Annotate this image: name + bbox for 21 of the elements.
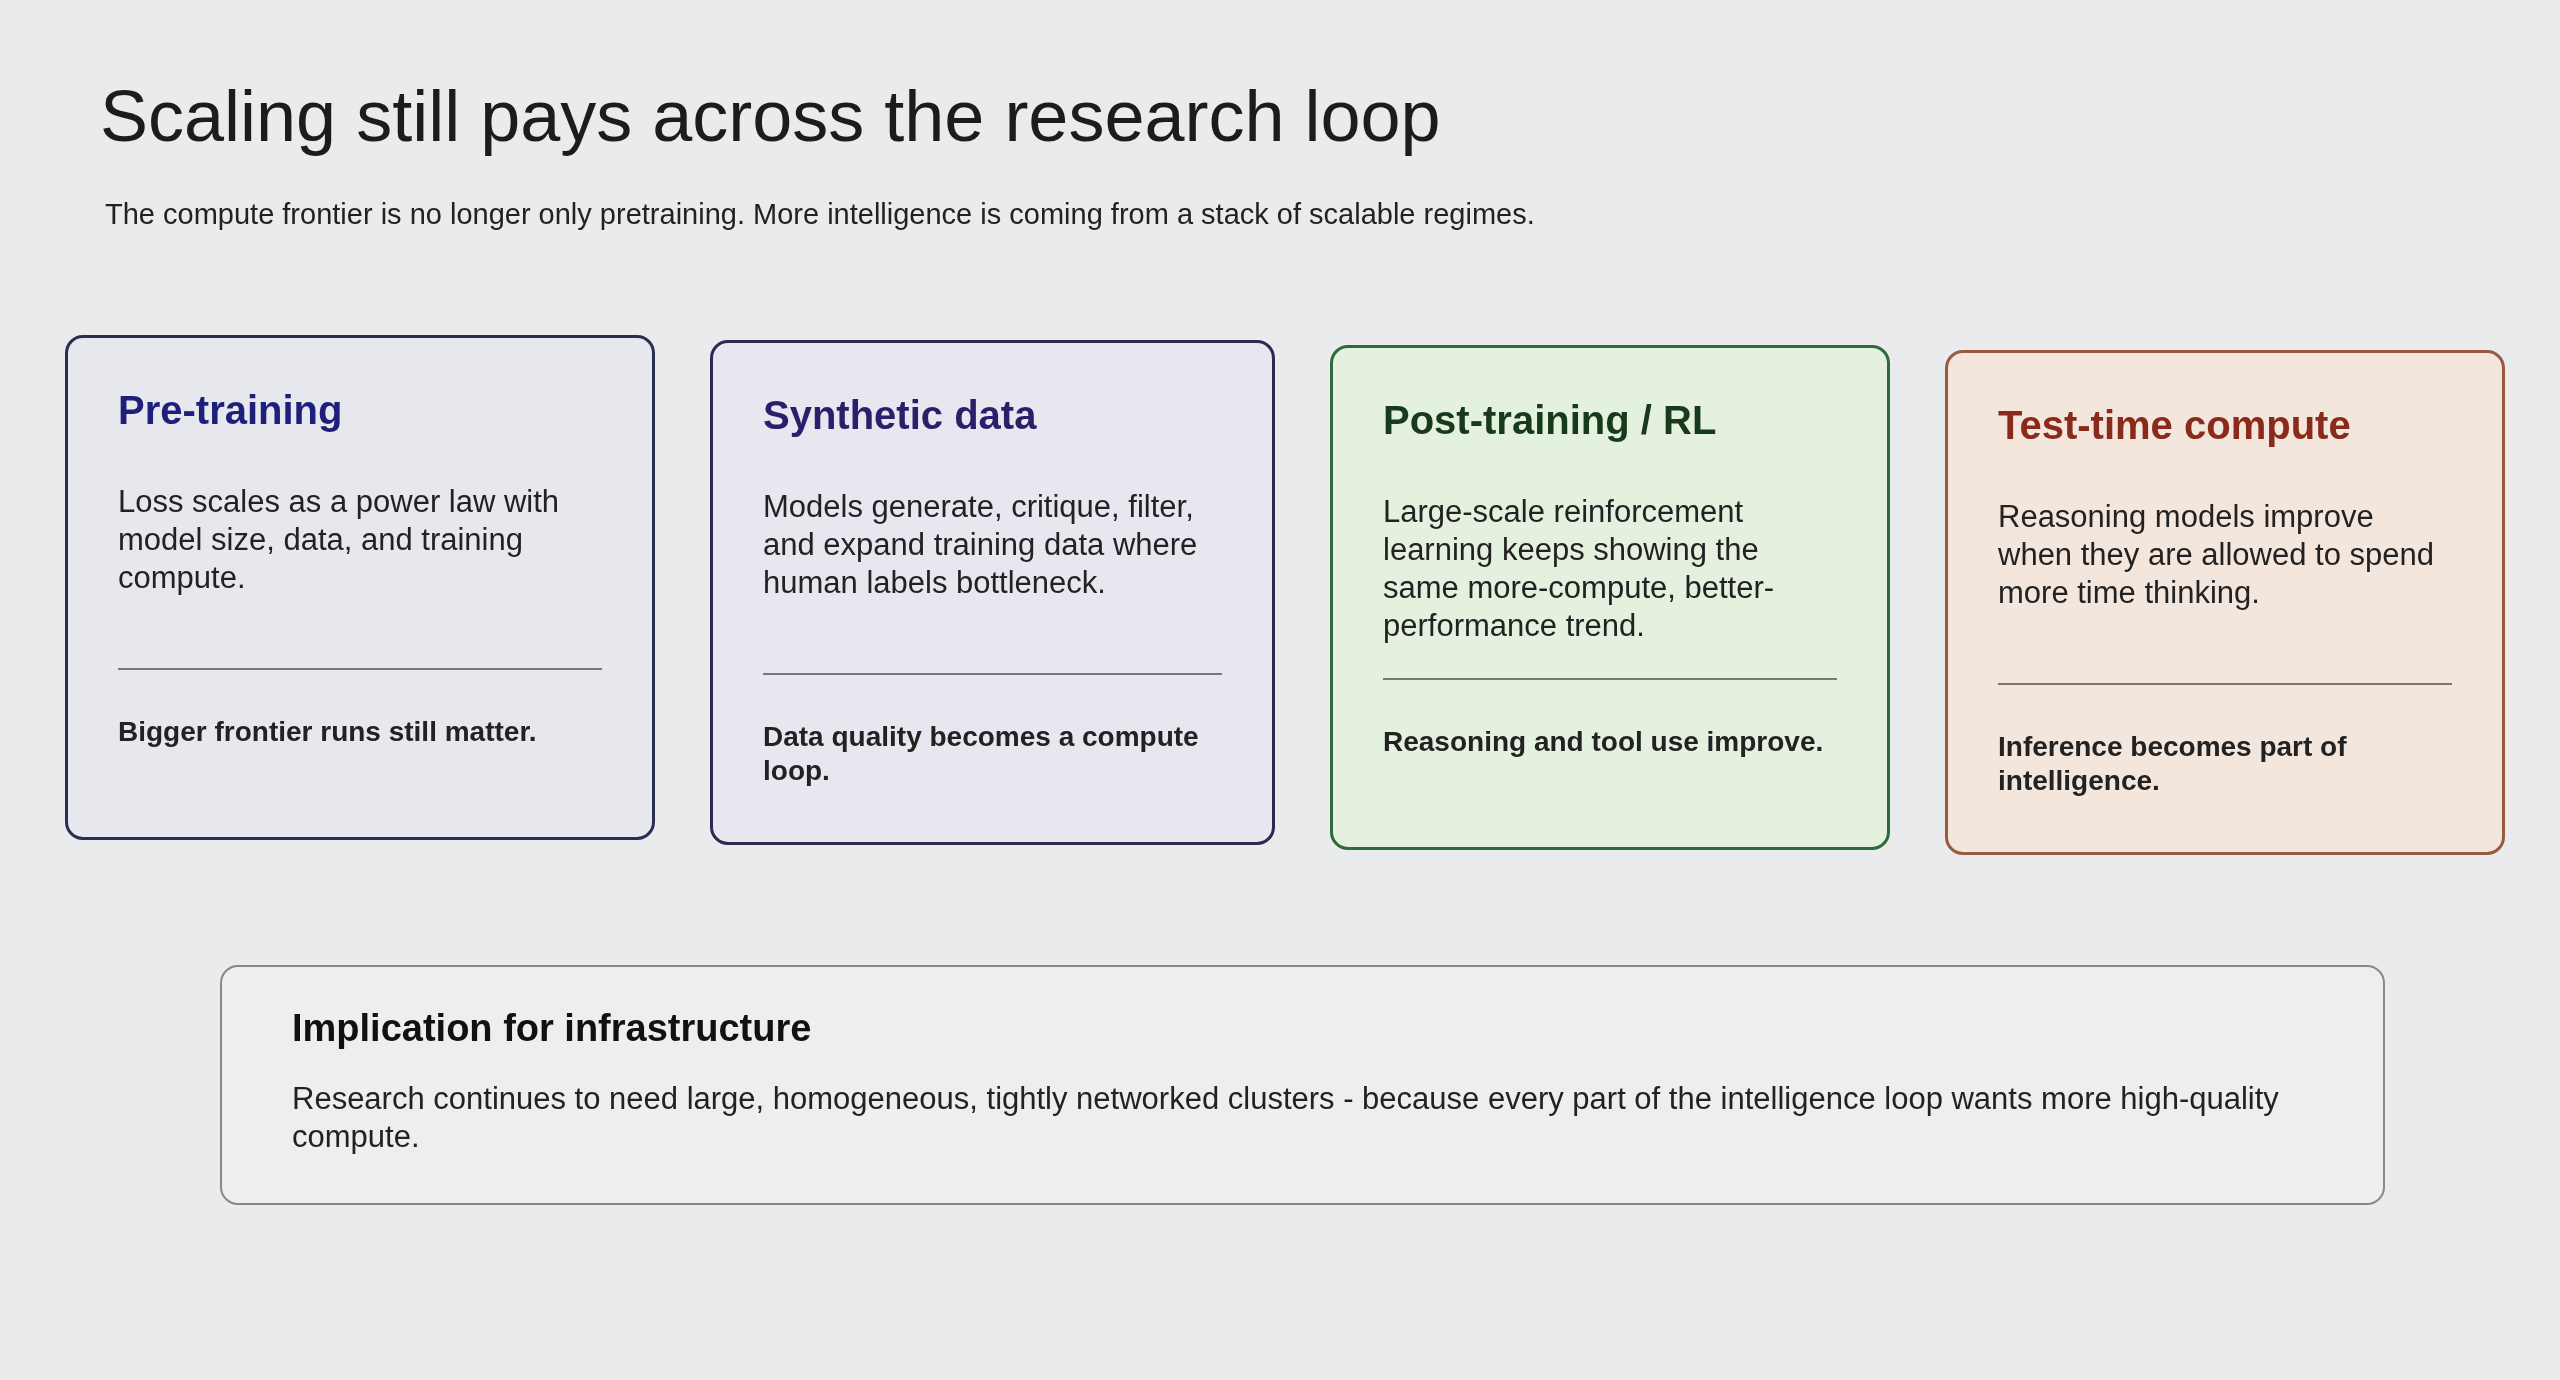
card-body-text: Research continues to need large, homogeneous, tightly networked clusters - because every part of the intelligence loop wants more high-quality compute. (292, 1080, 2280, 1156)
note-panel (220, 965, 2385, 1205)
card-footer-text: Inference becomes part of intelligence. (1998, 730, 2348, 798)
card-footer-text: Data quality becomes a compute loop. (763, 720, 1200, 788)
card-heading: Implication for infrastructure (292, 1007, 813, 1050)
info-card (65, 335, 655, 840)
card-body-text: Large-scale reinforcement learning keeps showing the same more-compute, better-performance trend. (1383, 493, 1776, 645)
card-heading: Synthetic data (763, 393, 1038, 438)
info-card (710, 340, 1275, 845)
card-body-text: Reasoning models improve when they are allowed to spend more time thinking. (1998, 498, 2435, 612)
subtitle-text: The compute frontier is no longer only pretraining. More intelligence is coming from a stack of scalable regimes. (105, 198, 1535, 231)
info-card (1945, 350, 2505, 855)
card-heading: Pre-training (118, 388, 344, 433)
card-footer-text: Bigger frontier runs still matter. (118, 715, 538, 749)
card-footer-text: Reasoning and tool use improve. (1383, 725, 1825, 759)
card-body-text: Loss scales as a power law with model size, data, and training compute. (118, 483, 561, 597)
slide-title: Scaling still pays across the research loop (100, 75, 1441, 157)
info-card (1330, 345, 1890, 850)
card-body-text: Models generate, critique, filter, and expand training data where human labels bottleneck. (763, 488, 1199, 602)
card-heading: Post-training / RL (1383, 398, 1718, 443)
card-heading: Test-time compute (1998, 403, 2352, 448)
